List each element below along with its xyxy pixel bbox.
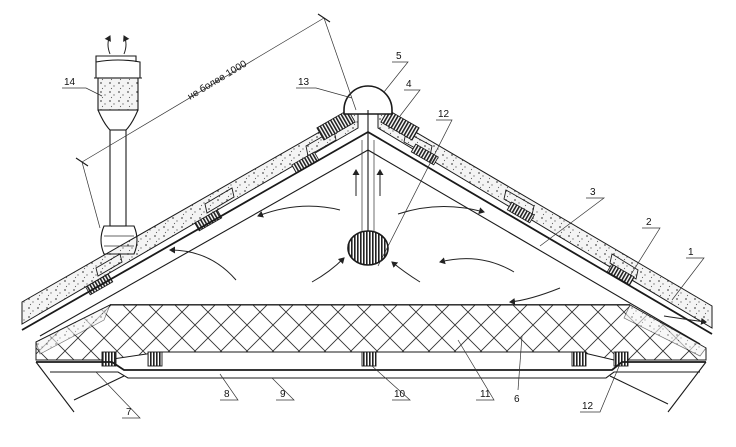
joist-blocks: [101, 351, 629, 367]
callout-12-top: 12: [438, 109, 450, 120]
tile-overlap-right-3: [609, 253, 639, 280]
callout-1: 1: [688, 247, 694, 258]
tile-overlap-left-1: [95, 253, 123, 277]
airflow-arrows: [169, 169, 707, 325]
callout-4: 4: [406, 79, 412, 90]
underlay-right: [367, 149, 701, 345]
callout-2: 2: [646, 217, 652, 228]
underlay-left: [39, 149, 369, 337]
eave-fill-left: [35, 304, 111, 355]
callout-leaders: [62, 61, 705, 419]
callout-6: 6: [514, 394, 520, 405]
callout-7: 7: [126, 407, 132, 418]
callout-9: 9: [280, 389, 286, 400]
ceiling-line-1: [36, 361, 706, 371]
ridge-pad-left: [316, 109, 356, 141]
callout-13: 13: [298, 77, 310, 88]
callout-14: 14: [64, 77, 76, 88]
ridge-cap: [343, 85, 393, 115]
ceiling-line-3: [73, 375, 669, 405]
ridge-pad-right: [380, 109, 420, 141]
tile-overlap-left-2: [204, 187, 235, 214]
roof-covering-right: [377, 109, 713, 329]
callout-10: 10: [394, 389, 406, 400]
callout-11: 11: [480, 389, 491, 400]
dimension-line: [75, 13, 357, 229]
callout-5: 5: [396, 51, 402, 62]
wall-right: [667, 361, 707, 413]
vent-pipe: [94, 35, 142, 255]
rafter-line-right: [367, 131, 713, 335]
rafter-line-left: [21, 131, 369, 331]
wall-left: [35, 361, 75, 413]
callout-8: 8: [224, 389, 230, 400]
ridge-board: [361, 140, 375, 236]
dimension-text: не более 1000: [185, 58, 249, 103]
roof-covering-left: [21, 109, 359, 325]
callout-3: 3: [590, 187, 596, 198]
ceiling-line-2: [50, 371, 700, 379]
gable-vent-grille: [347, 230, 389, 266]
callout-12-bottom: 12: [582, 401, 594, 412]
eave-fill-right: [623, 304, 707, 357]
